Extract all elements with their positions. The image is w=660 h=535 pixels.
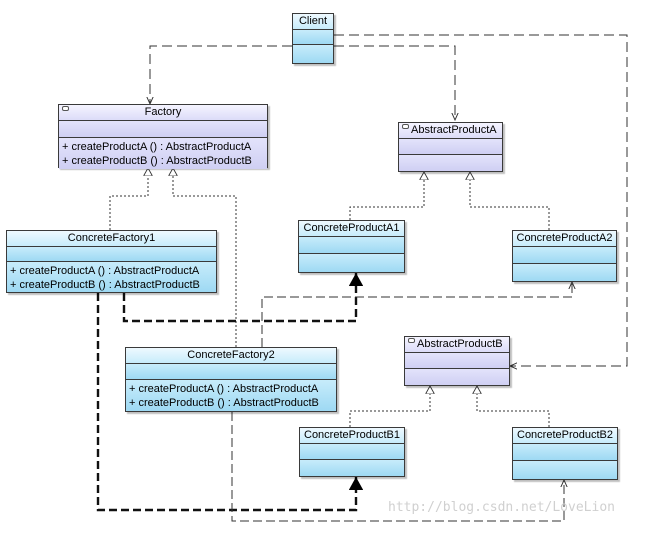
attributes-compartment bbox=[59, 121, 267, 138]
operation: + createProductA () : AbstractProductA bbox=[62, 141, 252, 153]
class-name: ConcreteProductB2 bbox=[513, 428, 617, 444]
operation: + createProductA () : AbstractProductA bbox=[129, 383, 319, 395]
class-name: ConcreteProductB1 bbox=[300, 428, 404, 444]
realize-cf2-factory bbox=[173, 168, 237, 347]
class-name: AbstractProductA bbox=[399, 123, 502, 139]
operation: + createProductB () : AbstractProductB bbox=[10, 279, 200, 291]
operation: + createProductB () : AbstractProductB bbox=[62, 155, 252, 167]
realize-cf1-factory bbox=[109, 168, 148, 230]
attributes-compartment bbox=[126, 364, 336, 380]
class-abstract-product-b[interactable]: AbstractProductB bbox=[404, 336, 510, 386]
operations-compartment bbox=[513, 461, 617, 479]
operations-compartment bbox=[293, 45, 333, 63]
class-concrete-factory1[interactable]: ConcreteFactory1 + createProductA () : A… bbox=[6, 230, 217, 293]
realize-b1-abstract-b bbox=[349, 386, 430, 427]
realize-a2-abstract-a bbox=[470, 172, 550, 230]
dep-client-abstract-product-b bbox=[334, 34, 628, 366]
class-name-text: AbstractProductB bbox=[417, 338, 503, 350]
class-concrete-factory2[interactable]: ConcreteFactory2 + createProductA () : A… bbox=[125, 347, 337, 412]
interface-icon bbox=[402, 124, 409, 129]
class-name-text: Factory bbox=[144, 106, 182, 118]
dep-client-factory bbox=[150, 45, 292, 104]
operations-compartment bbox=[300, 460, 404, 476]
dep-cf2-b2 bbox=[231, 412, 564, 522]
class-name: ConcreteProductA2 bbox=[513, 231, 616, 247]
realize-a1-abstract-a bbox=[349, 172, 424, 220]
operation: + createProductB () : AbstractProductB bbox=[129, 397, 319, 409]
operations-compartment: + createProductA () : AbstractProductA +… bbox=[7, 262, 216, 292]
attributes-compartment bbox=[293, 30, 333, 45]
class-name: ConcreteProductA1 bbox=[299, 221, 404, 237]
operation: + createProductA () : AbstractProductA bbox=[10, 265, 200, 277]
attributes-compartment bbox=[513, 247, 616, 264]
class-name: ConcreteFactory1 bbox=[7, 231, 216, 247]
operations-compartment bbox=[513, 264, 616, 281]
class-concrete-product-b1[interactable]: ConcreteProductB1 bbox=[299, 427, 405, 477]
class-concrete-product-b2[interactable]: ConcreteProductB2 bbox=[512, 427, 618, 480]
operations-compartment bbox=[399, 155, 502, 171]
class-name: ConcreteFactory2 bbox=[126, 348, 336, 364]
interface-icon bbox=[408, 338, 415, 343]
class-name-text: AbstractProductA bbox=[411, 124, 497, 136]
attributes-compartment bbox=[300, 444, 404, 460]
attributes-compartment bbox=[405, 353, 509, 369]
class-factory[interactable]: Factory + createProductA () : AbstractPr… bbox=[58, 104, 268, 169]
attributes-compartment bbox=[299, 237, 404, 254]
class-name: Client bbox=[293, 14, 333, 30]
class-abstract-product-a[interactable]: AbstractProductA bbox=[398, 122, 503, 172]
class-name: Factory bbox=[59, 105, 267, 121]
operations-compartment bbox=[405, 369, 509, 385]
interface-icon bbox=[62, 106, 69, 111]
watermark: http://blog.csdn.net/LoveLion bbox=[388, 500, 615, 515]
operations-compartment bbox=[299, 254, 404, 272]
dep-cf2-a2 bbox=[261, 282, 572, 347]
dep-cf1-b1 bbox=[96, 293, 364, 512]
operations-compartment: + createProductA () : AbstractProductA +… bbox=[126, 380, 336, 411]
dep-client-abstract-product-a bbox=[334, 45, 455, 120]
attributes-compartment bbox=[399, 139, 502, 155]
attributes-compartment bbox=[7, 247, 216, 262]
class-name: AbstractProductB bbox=[405, 337, 509, 353]
realize-b2-abstract-b bbox=[477, 386, 550, 427]
operations-compartment: + createProductA () : AbstractProductA +… bbox=[59, 138, 267, 169]
class-client[interactable]: Client bbox=[292, 13, 334, 64]
attributes-compartment bbox=[513, 444, 617, 461]
class-concrete-product-a1[interactable]: ConcreteProductA1 bbox=[298, 220, 405, 273]
class-concrete-product-a2[interactable]: ConcreteProductA2 bbox=[512, 230, 617, 282]
